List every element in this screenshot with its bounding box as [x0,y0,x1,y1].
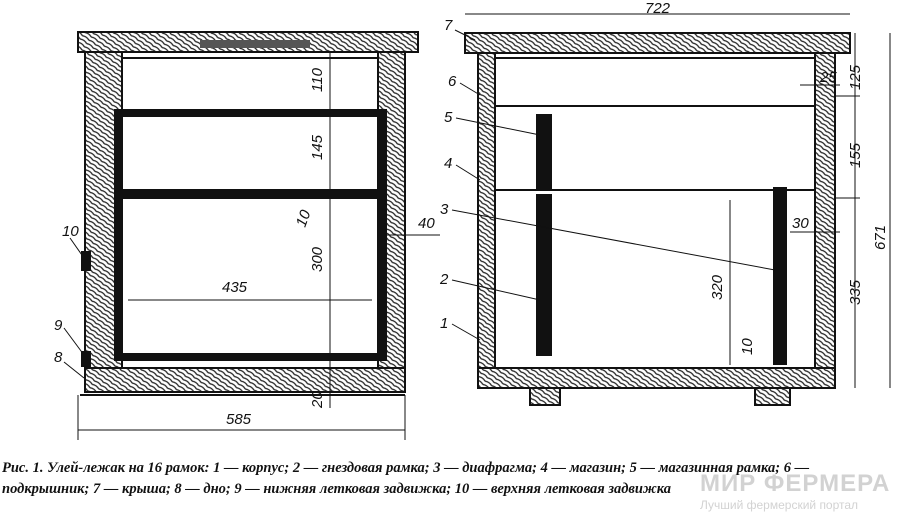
dim-300: 300 [309,246,326,272]
label-10: 10 [62,223,79,240]
front-section-view [63,31,440,440]
dim-20: 20 [309,391,326,409]
dim-145: 145 [309,134,326,160]
label-4: 4 [444,155,452,172]
label-9: 9 [54,317,63,334]
dim-335: 335 [847,279,864,305]
under-roof [494,57,816,107]
label-7: 7 [444,17,453,34]
leg [529,387,561,406]
nest-frame [536,194,552,356]
figure-caption: Рис. 1. Улей-лежак на 16 рамок: 1 — корп… [2,460,810,497]
dim-30: 30 [792,215,809,232]
store-frame [114,109,387,197]
side-section-view [451,13,891,406]
roof [464,32,851,54]
bottom [477,367,836,389]
store-frame [536,114,552,191]
dim-40: 40 [418,215,435,232]
under-roof [121,57,379,111]
dim-110: 110 [309,67,326,92]
dim-10-left: 10 [293,207,315,229]
left-wall [477,52,496,389]
dim-671: 671 [872,225,889,250]
lower-entrance-slide [81,351,91,367]
label-2: 2 [439,271,449,288]
right-wall [814,52,836,389]
leg [754,387,791,406]
dim-125: 125 [847,64,864,90]
dim-722: 722 [645,0,671,17]
label-8: 8 [54,349,63,366]
label-6: 6 [448,73,457,90]
watermark-subtitle: Лучший фермерский портал [700,498,859,512]
diaphragm [773,187,787,365]
dim-10-right: 10 [739,338,756,355]
dim-585: 585 [226,411,252,428]
watermark: МИР ФЕРМЕРА Лучший фермерский портал [700,470,890,512]
label-3: 3 [440,201,449,218]
upper-entrance-slide [81,251,91,271]
label-5: 5 [444,109,453,126]
dim-435: 435 [222,279,248,296]
bottom [84,367,406,393]
watermark-title: МИР ФЕРМЕРА [700,470,891,497]
nest-frame [114,191,387,361]
label-1: 1 [440,315,448,332]
dim-155: 155 [847,142,864,168]
dim-25: 25 [819,69,837,86]
dim-320: 320 [709,274,726,300]
